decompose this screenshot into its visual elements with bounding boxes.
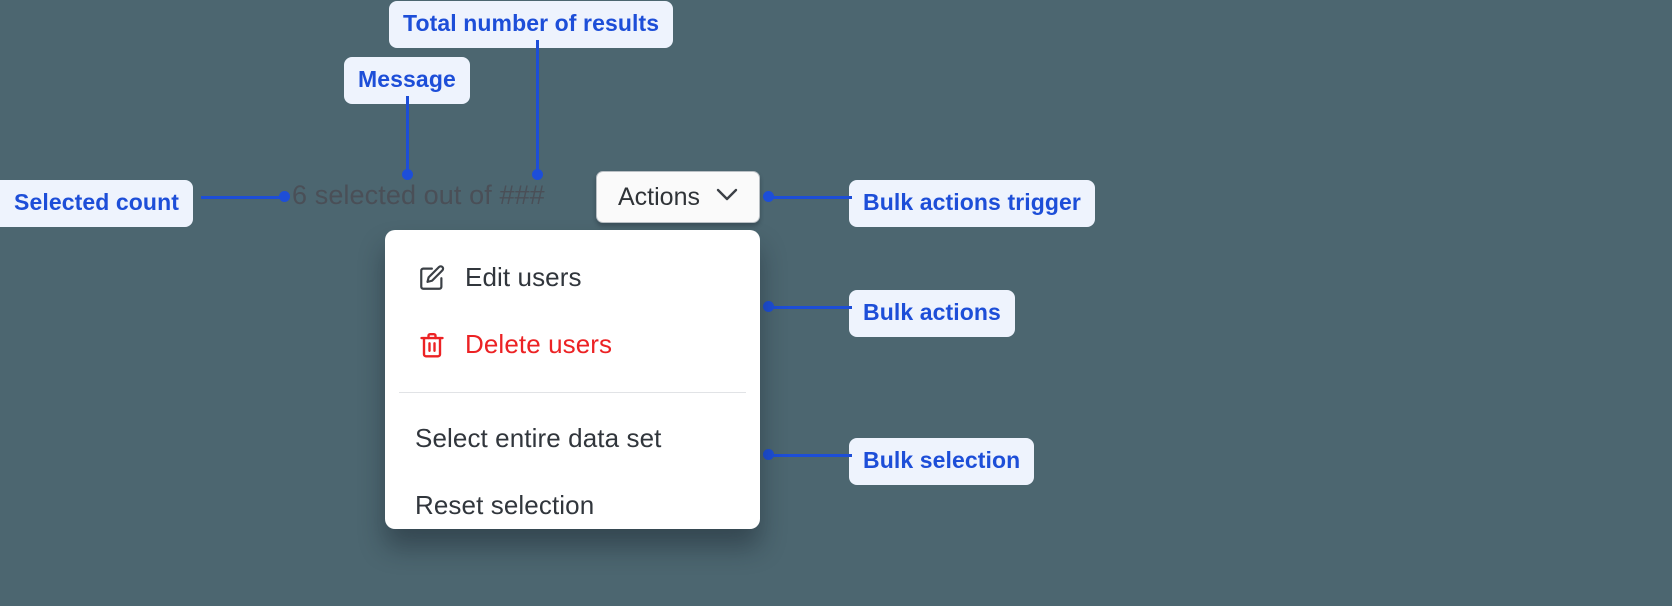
- bulk-actions-trigger-button[interactable]: Actions: [596, 171, 760, 223]
- leader-dot-bulk-selection: [763, 449, 774, 460]
- leader-line-bulk-actions-trigger: [768, 196, 852, 199]
- leader-dot-bulk-actions: [763, 301, 774, 312]
- selected-count-message: 6 selected out of ###: [292, 180, 545, 210]
- menu-item-delete-users[interactable]: Delete users: [385, 311, 760, 378]
- annotation-selected-count: Selected count: [0, 180, 193, 227]
- annotation-bulk-selection: Bulk selection: [849, 438, 1035, 485]
- menu-item-label: Delete users: [465, 329, 613, 359]
- actions-button-label: Actions: [618, 182, 700, 211]
- leader-line-selected-count: [201, 196, 285, 199]
- annotation-bulk-actions: Bulk actions: [849, 290, 1015, 337]
- annotation-bulk-actions-trigger: Bulk actions trigger: [849, 180, 1095, 227]
- annotation-total-number-of-results: Total number of results: [389, 1, 674, 48]
- bulk-actions-menu: Edit users Delete users Select entire da…: [385, 230, 760, 529]
- leader-dot-selected-count: [279, 191, 290, 202]
- menu-item-reset-selection[interactable]: Reset selection: [385, 472, 760, 529]
- edit-icon: [415, 263, 449, 293]
- menu-divider: [399, 392, 746, 393]
- menu-item-select-entire-data-set[interactable]: Select entire data set: [385, 405, 760, 472]
- leader-line-bulk-selection: [768, 454, 852, 457]
- leader-line-bulk-actions: [768, 306, 852, 309]
- menu-item-edit-users[interactable]: Edit users: [385, 244, 760, 311]
- leader-dot-bulk-actions-trigger: [763, 191, 774, 202]
- leader-dot-message: [402, 169, 413, 180]
- leader-line-total-results: [536, 40, 539, 174]
- menu-item-label: Reset selection: [415, 490, 595, 520]
- trash-icon: [415, 330, 449, 360]
- chevron-down-icon: [716, 188, 738, 207]
- menu-item-label: Select entire data set: [415, 423, 662, 453]
- menu-item-label: Edit users: [465, 262, 582, 292]
- leader-dot-total-results: [532, 169, 543, 180]
- leader-line-message: [406, 96, 409, 174]
